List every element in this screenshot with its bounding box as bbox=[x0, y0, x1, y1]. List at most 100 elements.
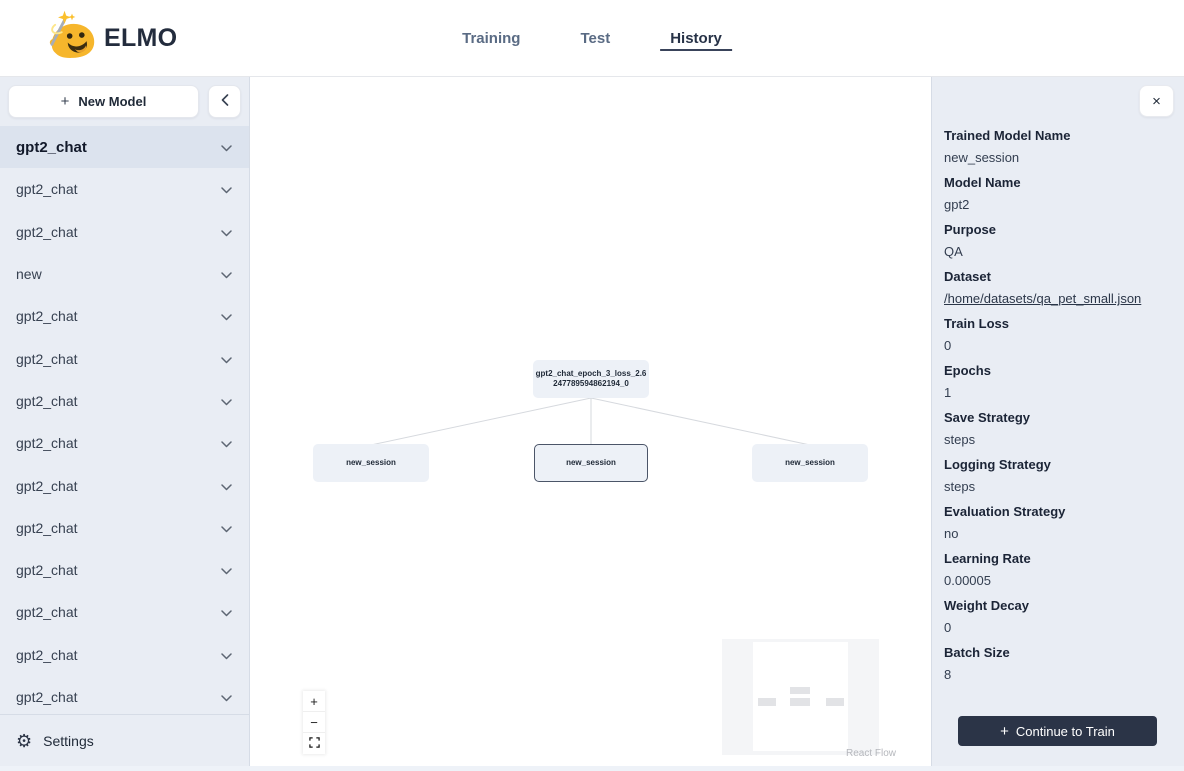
field-label: Logging Strategy bbox=[944, 457, 1051, 472]
minimap-viewport bbox=[753, 642, 848, 751]
session-node[interactable]: new_session bbox=[313, 444, 429, 482]
node-label: new_session bbox=[785, 458, 835, 467]
close-icon: × bbox=[1152, 92, 1161, 110]
react-flow-attribution[interactable]: React Flow bbox=[846, 748, 897, 759]
sidebar-item-model[interactable]: gpt2_chat bbox=[0, 126, 249, 169]
edge-line bbox=[370, 397, 592, 446]
flow-canvas[interactable]: gpt2_chat_epoch_3_loss_2.6 2477895948621… bbox=[250, 77, 931, 766]
field-value: steps bbox=[944, 479, 976, 494]
field-value: gpt2 bbox=[944, 197, 970, 212]
sidebar-item-label: gpt2_chat bbox=[16, 562, 78, 579]
sidebar-item-label: gpt2_chat bbox=[16, 435, 78, 452]
new-model-button[interactable]: + New Model bbox=[8, 85, 199, 118]
detail-fields: Trained Model Name new_session Model Nam… bbox=[944, 128, 1172, 682]
chevron-down-icon bbox=[221, 308, 232, 324]
tab-test[interactable]: Test bbox=[580, 29, 611, 47]
node-label-line: 247789594862194_0 bbox=[553, 379, 629, 388]
detail-field: Logging Strategy steps bbox=[944, 457, 1172, 494]
field-value: 8 bbox=[944, 667, 952, 682]
node-label: new_session bbox=[566, 458, 616, 467]
sidebar-item-model[interactable]: gpt2_chat bbox=[0, 422, 249, 464]
sidebar-item-model[interactable]: gpt2_chat bbox=[0, 337, 249, 379]
chevron-down-icon bbox=[221, 647, 232, 663]
field-label: Train Loss bbox=[944, 316, 1010, 331]
sidebar-item-label: gpt2_chat bbox=[16, 604, 78, 621]
detail-field: Epochs 1 bbox=[944, 363, 1172, 400]
detail-field: Learning Rate 0.00005 bbox=[944, 551, 1172, 588]
detail-field: Model Name gpt2 bbox=[944, 175, 1172, 212]
field-value: new_session bbox=[944, 150, 1020, 165]
sidebar-item-model[interactable]: new bbox=[0, 253, 249, 295]
chevron-down-icon bbox=[221, 604, 232, 620]
chevron-down-icon bbox=[221, 393, 232, 409]
sidebar-item-label: gpt2_chat bbox=[16, 689, 78, 705]
chevron-down-icon bbox=[221, 181, 232, 197]
close-panel-button[interactable]: × bbox=[1139, 85, 1174, 117]
session-node[interactable]: new_session bbox=[752, 444, 868, 482]
minimap-node bbox=[826, 698, 844, 706]
detail-field: Batch Size 8 bbox=[944, 645, 1172, 682]
sidebar-item-label: gpt2_chat bbox=[16, 308, 78, 325]
sidebar-item-model[interactable]: gpt2_chat bbox=[0, 380, 249, 422]
field-label: Model Name bbox=[944, 175, 1021, 190]
sidebar-item-label: gpt2_chat bbox=[16, 519, 78, 536]
detail-field: Evaluation Strategy no bbox=[944, 504, 1172, 541]
nav-tabs: Training Test History bbox=[460, 0, 732, 76]
sidebar-item-label: gpt2_chat bbox=[16, 138, 87, 156]
sidebar-item-model[interactable]: gpt2_chat bbox=[0, 634, 249, 676]
zoom-out-button[interactable]: − bbox=[303, 712, 325, 733]
continue-to-train-button[interactable]: + Continue to Train bbox=[958, 716, 1157, 746]
sidebar-item-model[interactable]: gpt2_chat bbox=[0, 549, 249, 591]
session-node-selected[interactable]: new_session bbox=[534, 444, 648, 482]
zoom-in-button[interactable]: + bbox=[303, 691, 325, 712]
plus-icon: + bbox=[310, 693, 318, 709]
minimap-node bbox=[790, 687, 810, 694]
fit-view-button[interactable] bbox=[303, 733, 325, 754]
field-value: 0.00005 bbox=[944, 573, 991, 588]
field-label: Epochs bbox=[944, 363, 991, 378]
sidebar-item-label: gpt2_chat bbox=[16, 392, 78, 409]
field-label: Purpose bbox=[944, 222, 997, 237]
node-label-line: gpt2_chat_epoch_3_loss_2.6 bbox=[535, 369, 647, 378]
sidebar-item-model[interactable]: gpt2_chat bbox=[0, 591, 249, 633]
collapse-sidebar-button[interactable] bbox=[208, 85, 241, 118]
field-label: Weight Decay bbox=[944, 598, 1030, 613]
settings-label: Settings bbox=[43, 732, 94, 749]
field-value[interactable]: /home/datasets/qa_pet_small.json bbox=[944, 291, 1142, 306]
continue-to-train-label: Continue to Train bbox=[1015, 723, 1115, 739]
chevron-down-icon bbox=[221, 139, 232, 156]
sidebar-item-model[interactable]: gpt2_chat bbox=[0, 507, 249, 549]
detail-field: Dataset /home/datasets/qa_pet_small.json bbox=[944, 269, 1172, 306]
detail-field: Save Strategy steps bbox=[944, 410, 1172, 447]
plus-icon: + bbox=[60, 93, 70, 110]
sidebar-item-model[interactable]: gpt2_chat bbox=[0, 295, 249, 337]
detail-field: Purpose QA bbox=[944, 222, 1172, 259]
chevron-down-icon bbox=[221, 351, 232, 367]
chevron-down-icon bbox=[221, 435, 232, 451]
sidebar-toolbar: + New Model bbox=[0, 77, 249, 126]
tab-history[interactable]: History bbox=[660, 20, 732, 57]
chevron-down-icon bbox=[221, 266, 232, 282]
settings-button[interactable]: ⚙ Settings bbox=[0, 714, 249, 766]
chevron-down-icon bbox=[221, 224, 232, 240]
sidebar-item-model[interactable]: gpt2_chat bbox=[0, 211, 249, 253]
detail-field: Train Loss 0 bbox=[944, 316, 1172, 353]
main-content: + New Model gpt2_chat gpt2_chat gpt2_cha… bbox=[0, 77, 1184, 766]
sidebar-item-label: gpt2_chat bbox=[16, 223, 78, 240]
sidebar-item-model[interactable]: gpt2_chat bbox=[0, 464, 249, 506]
field-label: Dataset bbox=[944, 269, 991, 284]
elmo-blob-wand-icon bbox=[44, 8, 100, 69]
sidebar-item-label: gpt2_chat bbox=[16, 477, 78, 494]
tab-training[interactable]: Training bbox=[462, 29, 521, 47]
minus-icon: − bbox=[310, 714, 318, 730]
edge-line bbox=[590, 397, 811, 446]
root-model-node[interactable]: gpt2_chat_epoch_3_loss_2.6 2477895948621… bbox=[533, 360, 649, 398]
field-value: 0 bbox=[944, 620, 952, 635]
edges-layer bbox=[370, 397, 811, 446]
field-value: 0 bbox=[944, 338, 952, 353]
sidebar-item-model[interactable]: gpt2_chat bbox=[0, 168, 249, 210]
minimap[interactable] bbox=[722, 639, 879, 755]
sidebar: + New Model gpt2_chat gpt2_chat gpt2_cha… bbox=[0, 77, 250, 766]
sidebar-item-model[interactable]: gpt2_chat bbox=[0, 676, 249, 714]
field-label: Batch Size bbox=[944, 645, 1010, 660]
